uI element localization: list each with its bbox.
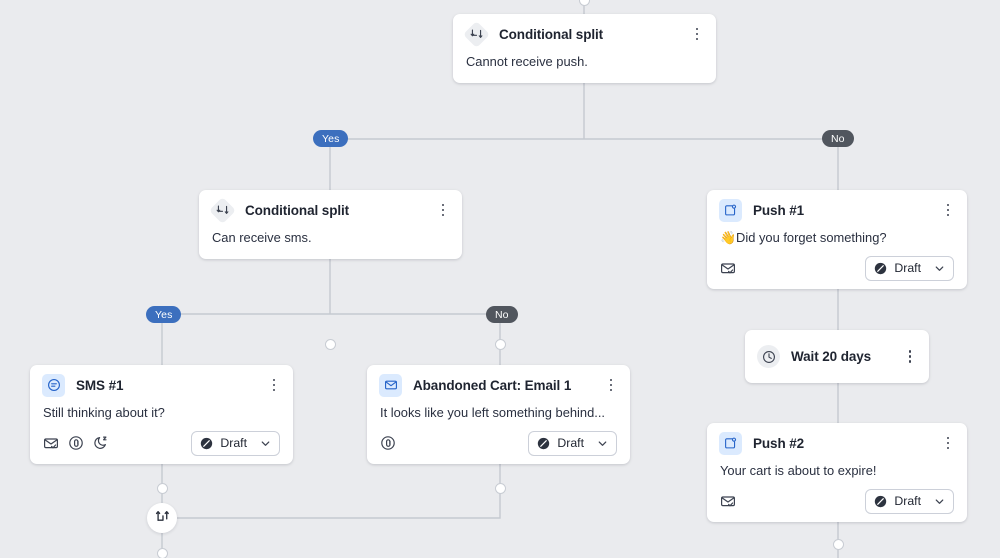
chevron-down-icon <box>933 495 946 508</box>
merge-paths-node[interactable] <box>147 503 177 533</box>
more-options-icon[interactable] <box>434 200 452 220</box>
card-body-text: Still thinking about it? <box>43 405 165 420</box>
add-step-handle[interactable] <box>832 539 844 550</box>
card-header: Push #2 <box>707 423 967 463</box>
card-title: Wait 20 days <box>791 349 872 364</box>
branch-label-yes[interactable]: Yes <box>146 306 182 323</box>
add-step-handle[interactable] <box>156 483 168 494</box>
status-badge-draft[interactable]: Draft <box>865 255 954 281</box>
card-footer: Draft <box>367 422 630 467</box>
draft-slash-icon <box>537 437 550 450</box>
status-label: Draft <box>894 494 921 509</box>
node-card-conditional-split-sms[interactable]: Conditional split Can receive sms. <box>199 190 462 259</box>
more-options-icon[interactable] <box>939 433 957 453</box>
quiet-hours-moon-icon[interactable] <box>93 435 109 451</box>
node-card-push-1[interactable]: Push #1 👋Did you forget something? <box>707 190 967 289</box>
status-label: Draft <box>894 261 921 276</box>
card-body-text: 👋Did you forget something? <box>720 230 887 245</box>
card-body-text: Can receive sms. <box>212 230 312 245</box>
more-options-icon[interactable] <box>939 200 957 220</box>
merge-paths-icon <box>155 508 170 528</box>
clock-icon <box>757 345 780 368</box>
add-step-handle[interactable] <box>324 339 336 350</box>
card-header: Conditional split <box>199 190 462 230</box>
status-badge-draft[interactable]: Draft <box>191 430 280 456</box>
card-title: Abandoned Cart: Email 1 <box>413 377 572 393</box>
status-badge-draft[interactable]: Draft <box>528 430 617 456</box>
add-step-handle[interactable] <box>156 548 168 558</box>
card-title: SMS #1 <box>76 377 124 393</box>
link-icon[interactable] <box>68 435 84 451</box>
more-options-icon[interactable] <box>265 375 283 395</box>
card-header: Push #1 <box>707 190 967 230</box>
envelope-check-icon[interactable] <box>720 493 736 509</box>
more-options-icon[interactable] <box>688 24 706 44</box>
card-header: SMS #1 <box>30 365 293 405</box>
card-header: Conditional split <box>453 14 716 54</box>
card-title: Push #1 <box>753 202 805 218</box>
more-options-icon[interactable] <box>602 375 620 395</box>
node-card-push-2[interactable]: Push #2 Your cart is about to expire! <box>707 423 967 522</box>
email-envelope-icon <box>379 373 402 397</box>
card-header: Abandoned Cart: Email 1 <box>367 365 630 405</box>
envelope-check-icon[interactable] <box>43 435 59 451</box>
split-icon <box>465 23 488 46</box>
card-body-text: It looks like you left something behind.… <box>380 405 605 420</box>
add-step-handle[interactable] <box>578 0 590 6</box>
draft-slash-icon <box>874 495 887 508</box>
node-card-email-1[interactable]: Abandoned Cart: Email 1 It looks like yo… <box>367 365 630 464</box>
card-footer: Draft <box>707 480 967 525</box>
draft-slash-icon <box>874 262 887 275</box>
status-label: Draft <box>220 436 247 451</box>
card-body-text: Cannot receive push. <box>466 54 588 69</box>
status-badge-draft[interactable]: Draft <box>865 488 954 514</box>
card-footer: Draft <box>707 247 967 292</box>
node-card-wait[interactable]: Wait 20 days <box>745 330 929 383</box>
card-title: Conditional split <box>499 26 604 42</box>
chevron-down-icon <box>259 437 272 450</box>
node-card-sms-1[interactable]: SMS #1 Still thinking about it? <box>30 365 293 464</box>
envelope-check-icon[interactable] <box>720 260 736 276</box>
more-options-icon[interactable] <box>901 347 919 367</box>
sms-message-icon <box>42 373 65 397</box>
chevron-down-icon <box>596 437 609 450</box>
draft-slash-icon <box>200 437 213 450</box>
branch-label-no[interactable]: No <box>486 306 518 323</box>
card-footer: Draft <box>30 422 293 467</box>
card-body-text: Your cart is about to expire! <box>720 463 877 478</box>
split-icon <box>211 199 234 222</box>
add-step-handle[interactable] <box>494 483 506 494</box>
card-title: Conditional split <box>245 202 350 218</box>
chevron-down-icon <box>933 262 946 275</box>
branch-label-yes[interactable]: Yes <box>313 130 349 147</box>
card-header: Wait 20 days <box>745 330 929 383</box>
node-card-conditional-split-push[interactable]: Conditional split Cannot receive push. <box>453 14 716 83</box>
branch-label-no[interactable]: No <box>822 130 854 147</box>
card-title: Push #2 <box>753 435 805 451</box>
push-notification-icon <box>719 431 742 455</box>
link-icon[interactable] <box>380 435 396 451</box>
add-step-handle[interactable] <box>494 339 506 350</box>
status-label: Draft <box>557 436 584 451</box>
push-notification-icon <box>719 198 742 222</box>
